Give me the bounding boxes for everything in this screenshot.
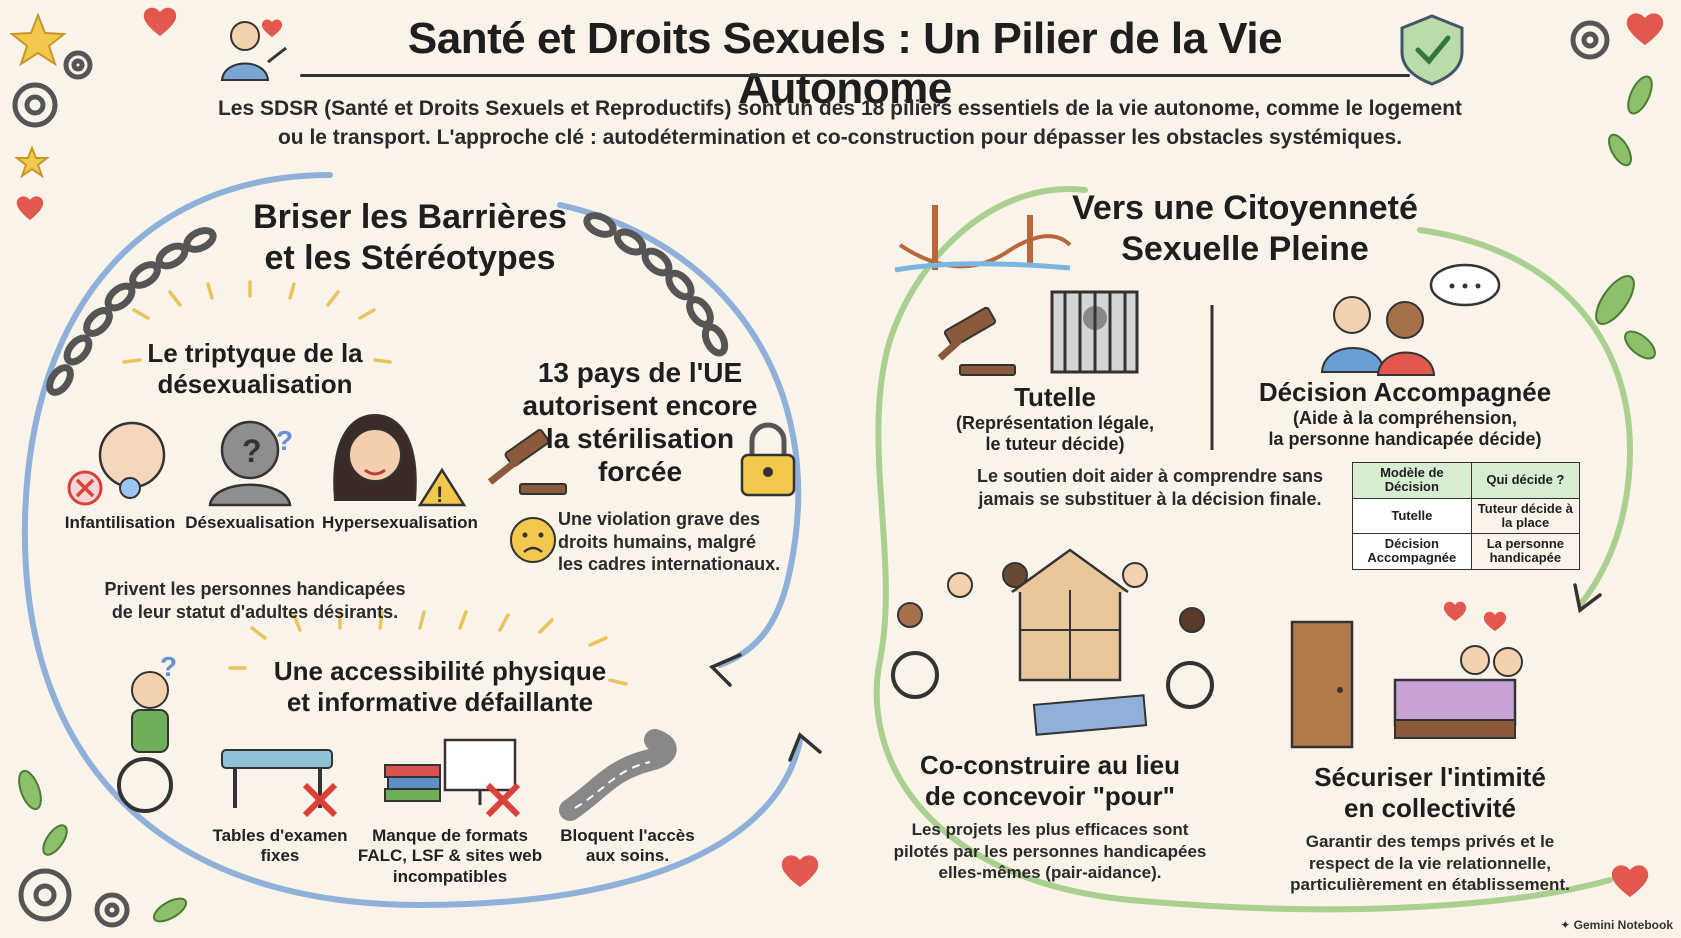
table-cell: Tuteur décide à la place [1470, 497, 1581, 535]
cocreate-block: Co-construire au lieu de concevoir "pour… [880, 750, 1220, 883]
intro-text: Les SDSR (Santé et Droits Sexuels et Rep… [210, 94, 1470, 153]
left-section-title: Briser les Barrières et les Stéréotypes [253, 198, 567, 277]
svg-text:?: ? [160, 651, 177, 682]
broken-road-icon [559, 729, 677, 821]
books-monitor-icon [384, 738, 521, 818]
sterilisation-title: 13 pays de l'UE autorisent encore la sté… [522, 357, 758, 488]
intro-line: Les SDSR (Santé et Droits Sexuels et Rep… [217, 97, 1463, 120]
access-item-care: Bloquent l'accès aux soins. [560, 826, 695, 866]
co-construction-scene-icon [891, 548, 1214, 736]
star-icons [9, 12, 67, 179]
question-person-icon: ? ? [208, 420, 293, 507]
tutelle-gavel-icon [937, 306, 1016, 376]
support-text: Le soutien doit aider à comprendre sans … [976, 466, 1324, 509]
no-entry-icon [67, 470, 103, 506]
access-item-formats: Manque de formats FALC, LSF & sites web … [357, 826, 543, 886]
page-title: Santé et Droits Sexuels : Un Pilier de l… [407, 14, 1283, 113]
bridge-icon [894, 205, 1072, 273]
intro-line: ou le transport. L'approche clé : autodé… [277, 126, 1403, 150]
table-row: Décision Accompagnée La personne handica… [1352, 533, 1581, 570]
triptych-title: Le triptyque de la désexualisation [147, 338, 363, 399]
bedroom-intimacy-icon [1290, 601, 1523, 749]
left-loop-arrow [21, 172, 803, 909]
decision-block: Décision Accompagnée (Aide à la compréhe… [1250, 377, 1560, 451]
tutelle-block: Tutelle (Représentation légale, le tuteu… [940, 382, 1170, 456]
woman-face-icon [333, 413, 417, 501]
heart-icons [16, 7, 1664, 897]
triptych-label-desexualisation: Désexualisation [185, 513, 315, 532]
warning-triangle-icon: ! [417, 467, 467, 507]
triptych-label-infantilisation: Infantilisation [64, 513, 176, 532]
gavel-icon [487, 429, 567, 495]
table-cell: Tutelle [1352, 497, 1472, 535]
table-row: Tutelle Tuteur décide à la place [1352, 497, 1581, 535]
sparkle-icon: ✦ [1560, 918, 1574, 932]
table-cell: Décision Accompagnée [1352, 533, 1472, 570]
shield-check-icon [1400, 14, 1464, 86]
gear-icons [12, 20, 1610, 928]
title-underline [300, 74, 1410, 77]
access-item-exam-table: Tables d'examen fixes [212, 826, 348, 866]
cocreate-title: Co-construire au lieu de concevoir "pour… [919, 750, 1181, 811]
decision-title: Décision Accompagnée [1258, 377, 1552, 407]
triptych-caption: Privent les personnes handicapées de leu… [104, 579, 406, 622]
padlock-icon [740, 422, 796, 497]
wheelchair-person-icon: ? [117, 651, 177, 813]
decision-table: Modèle de Décision Qui décide ? Tutelle … [1352, 462, 1581, 570]
baby-face-icon [98, 421, 166, 499]
sterilisation-caption: Une violation grave des droits humains, … [558, 509, 781, 574]
table-cell: La personne handicapée [1470, 533, 1581, 570]
table-header-cell: Qui décide ? [1470, 462, 1581, 499]
waving-person-icon [220, 19, 287, 81]
tutelle-title: Tutelle [1014, 382, 1096, 412]
svg-text:?: ? [242, 433, 262, 469]
exam-table-icon [221, 749, 338, 818]
table-header-cell: Modèle de Décision [1352, 462, 1472, 499]
leaf-icons [18, 75, 1656, 923]
svg-text:!: ! [436, 482, 443, 507]
accessibility-title: Une accessibilité physique et informativ… [273, 656, 607, 717]
intimacy-block: Sécuriser l'intimité en collectivité Gar… [1270, 762, 1590, 895]
left-loop-top-arrow [557, 202, 802, 668]
broken-chain-right-icon [583, 212, 729, 357]
triptych-label-hypersexualisation: Hypersexualisation [322, 513, 478, 532]
right-section-title: Vers une Citoyenneté Sexuelle Pleine [1072, 189, 1418, 268]
intimacy-title: Sécuriser l'intimité en collectivité [1314, 762, 1546, 823]
jail-cell-icon [1050, 290, 1139, 374]
right-loop-arrow [873, 186, 1613, 913]
table-header-row: Modèle de Décision Qui décide ? [1352, 462, 1581, 499]
decision-table-wrap: Modèle de Décision Qui décide ? Tutelle … [1352, 462, 1581, 570]
footer-brand: ✦ Gemini Notebook [1560, 918, 1673, 932]
broken-chain-left-icon [46, 227, 217, 396]
intimacy-text: Garantir des temps privés et le respect … [1290, 832, 1570, 894]
supporting-people-icon [1320, 263, 1501, 376]
sad-face-icon [510, 517, 556, 563]
svg-text:?: ? [276, 425, 293, 456]
cocreate-text: Les projets les plus efficaces sont pilo… [893, 820, 1207, 882]
